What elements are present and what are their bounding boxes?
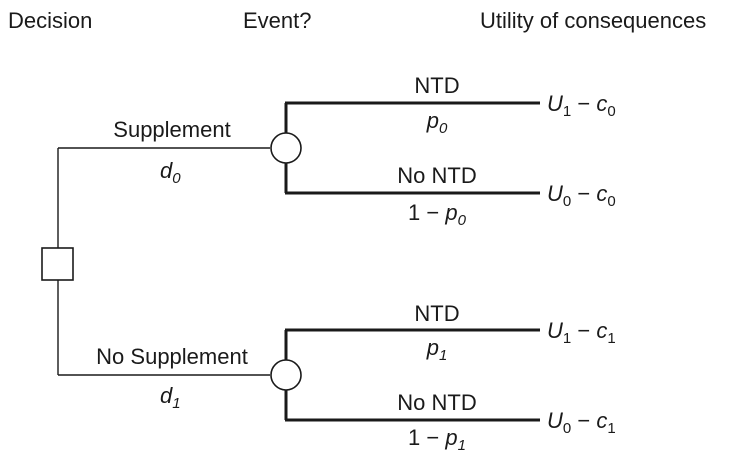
prob-sub: 0 [439,120,448,137]
utility-usub: 0 [563,193,571,210]
prob-base: p [444,425,457,450]
utility-u: U [547,181,563,206]
decision-symbol-d0: d0 [160,158,181,187]
prob-base: p [426,108,439,133]
prob-prefix: 1 − [408,425,445,450]
event-label-ntd-0: NTD [414,73,459,98]
header-event: Event? [243,8,312,33]
decision-symbol-sub: 1 [172,395,180,412]
decision-node-square [41,247,74,281]
utility-u1-c0: U1 − c0 [547,91,616,120]
event-label-ntd-1: NTD [414,301,459,326]
chance-node-upper [270,132,302,164]
utility-c: c [596,91,607,116]
utility-usub: 0 [563,420,571,437]
utility-op: − [571,181,596,206]
utility-u1-c1: U1 − c1 [547,318,616,347]
utility-csub: 0 [607,193,615,210]
utility-op: − [571,318,596,343]
chance-node-lower [270,359,302,391]
prob-sub: 1 [458,437,466,454]
prob-sub: 1 [439,347,447,364]
utility-csub: 1 [607,330,615,347]
event-prob-p1: p1 [426,335,448,364]
event-prob-1-minus-p1: 1 − p1 [408,425,466,454]
utility-op: − [571,91,596,116]
utility-csub: 1 [607,420,615,437]
decision-symbol-base: d [160,158,173,183]
decision-symbol-base: d [160,383,173,408]
prob-sub: 0 [458,212,467,229]
utility-usub: 1 [563,103,571,120]
utility-c: c [596,181,607,206]
utility-c: c [596,318,607,343]
utility-u: U [547,408,563,433]
event-label-no-ntd-0: No NTD [397,163,476,188]
utility-op: − [571,408,596,433]
decision-label-no-supplement: No Supplement [96,344,248,369]
header-decision: Decision [8,8,92,33]
utility-c: c [596,408,607,433]
utility-csub: 0 [607,103,615,120]
prob-prefix: 1 − [408,200,445,225]
prob-base: p [444,200,457,225]
event-prob-1-minus-p0: 1 − p0 [408,200,467,229]
utility-usub: 1 [563,330,571,347]
header-utility: Utility of consequences [480,8,706,33]
utility-u: U [547,91,563,116]
utility-u0-c0: U0 − c0 [547,181,616,210]
utility-u0-c1: U0 − c1 [547,408,616,437]
prob-base: p [426,335,439,360]
decision-symbol-d1: d1 [160,383,181,412]
event-prob-p0: p0 [426,108,448,137]
decision-symbol-sub: 0 [172,170,181,187]
event-label-no-ntd-1: No NTD [397,390,476,415]
utility-u: U [547,318,563,343]
decision-label-supplement: Supplement [113,117,230,142]
